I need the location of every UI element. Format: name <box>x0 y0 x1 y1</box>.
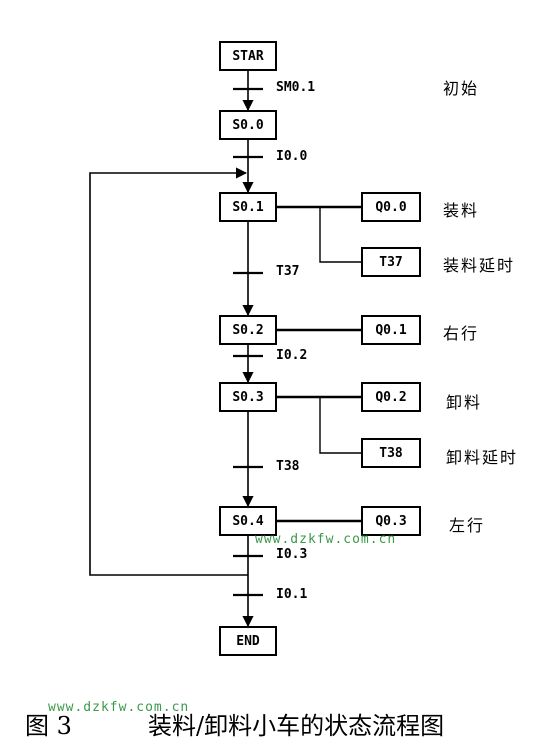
output-q00: Q0.0 <box>361 192 421 222</box>
desc-move-right: 右行 <box>443 324 480 343</box>
desc-unloading-delay: 卸料延时 <box>446 448 519 467</box>
transition-label-sm01: SM0.1 <box>276 80 316 95</box>
action-line-s03-t38 <box>319 397 361 454</box>
action-line-s01-t37 <box>319 207 361 263</box>
watermark: www.dzkfw.com.cn <box>255 532 397 547</box>
step-s00: S0.0 <box>219 110 277 140</box>
step-s03: S0.3 <box>219 382 277 412</box>
desc-unloading: 卸料 <box>446 393 483 412</box>
step-s01: S0.1 <box>219 192 277 222</box>
watermark: www.dzkfw.com.cn <box>48 700 190 715</box>
transition-label-t37: T37 <box>276 264 300 279</box>
output-t37: T37 <box>361 247 421 277</box>
figure-number: 图 3 <box>25 712 72 740</box>
output-q03: Q0.3 <box>361 506 421 536</box>
step-star: STAR <box>219 41 277 71</box>
step-s04: S0.4 <box>219 506 277 536</box>
output-t38: T38 <box>361 438 421 468</box>
desc-move-left: 左行 <box>449 516 486 535</box>
output-q01: Q0.1 <box>361 315 421 345</box>
step-s02: S0.2 <box>219 315 277 345</box>
step-end: END <box>219 626 277 656</box>
desc-loading: 装料 <box>443 201 480 220</box>
desc-loading-delay: 装料延时 <box>443 256 516 275</box>
transition-label-t38: T38 <box>276 459 300 474</box>
figure-title: 装料/卸料小车的状态流程图 <box>148 712 445 740</box>
transition-label-i03: I0.3 <box>276 547 308 562</box>
transition-label-i02: I0.2 <box>276 348 308 363</box>
transition-label-i00: I0.0 <box>276 149 308 164</box>
desc-initial: 初始 <box>443 79 480 98</box>
loop-back-line <box>89 167 248 576</box>
transition-label-i01: I0.1 <box>276 587 308 602</box>
output-q02: Q0.2 <box>361 382 421 412</box>
